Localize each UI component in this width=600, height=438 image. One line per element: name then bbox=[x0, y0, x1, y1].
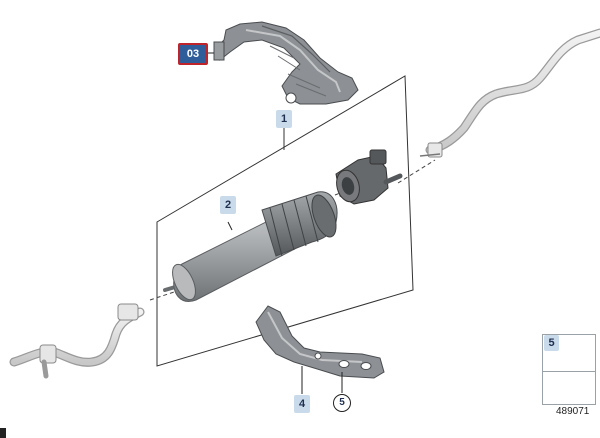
callout-part-03[interactable]: 03 bbox=[178, 43, 208, 65]
inset-torque-box bbox=[542, 371, 596, 405]
diagram-number: 489071 bbox=[556, 406, 590, 417]
connector-icon[interactable] bbox=[333, 149, 403, 205]
fuel-filter-icon[interactable] bbox=[163, 191, 341, 303]
callout-part-5[interactable]: 5 bbox=[333, 394, 351, 412]
bracket-icon[interactable] bbox=[213, 21, 359, 105]
callout-part-2[interactable]: 2 bbox=[220, 196, 236, 214]
fuel-line-left bbox=[0, 303, 145, 438]
callout-part-4[interactable]: 4 bbox=[294, 395, 310, 413]
inset-callout-part-5[interactable]: 5 bbox=[544, 335, 559, 351]
fuel-line-right bbox=[419, 28, 600, 158]
assembly-frame bbox=[156, 75, 414, 367]
holder-icon[interactable] bbox=[255, 305, 385, 379]
callout-part-1[interactable]: 1 bbox=[276, 110, 292, 128]
